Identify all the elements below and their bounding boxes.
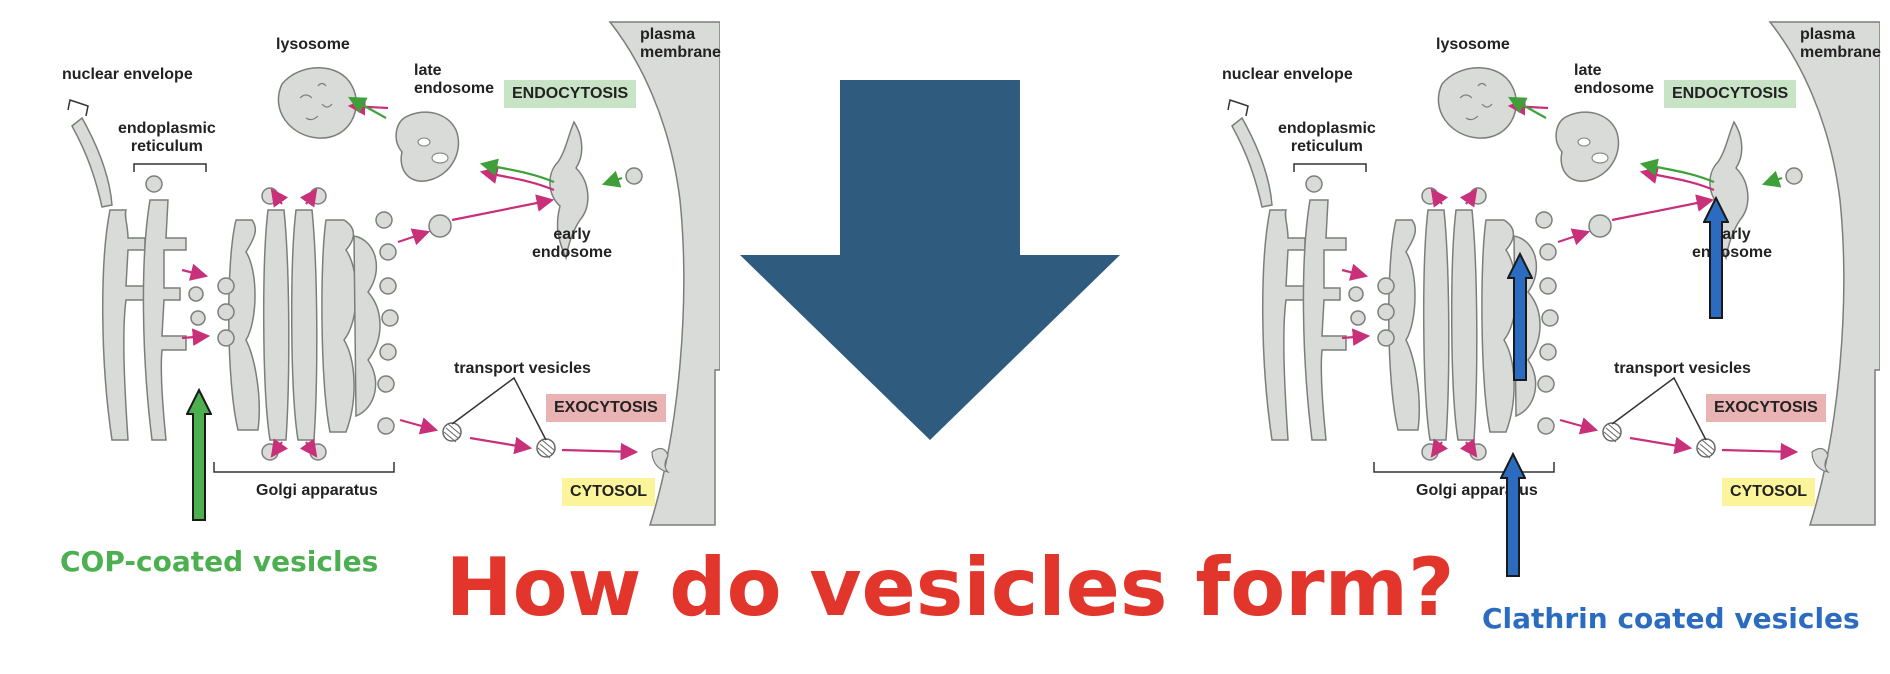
clathrin-indicator-arrow-icon: [1703, 196, 1729, 319]
pathway-arrows: [181, 98, 639, 461]
endoplasmic-reticulum-shape: [102, 175, 206, 441]
lysosome-label: lysosome: [276, 36, 350, 53]
cytosol-box: CYTOSOL: [562, 478, 656, 506]
clathrin-indicator-arrow-icon: [1507, 252, 1533, 381]
endocytosis-box: ENDOCYTOSIS: [1664, 80, 1797, 108]
transport-vesicles-shape: [442, 376, 556, 459]
lysosome-shape: [277, 67, 357, 139]
big-down-arrow-icon: [740, 80, 1120, 440]
cytosol-box: CYTOSOL: [1722, 478, 1816, 506]
lysosome-label: lysosome: [1436, 36, 1510, 53]
clathrin-coated-vesicles-label: Clathrin coated vesicles: [1482, 602, 1860, 635]
plasma-membrane-label: plasma membrane: [1800, 26, 1881, 62]
plasma-membrane-label: plasma membrane: [640, 26, 721, 62]
er-label: endoplasmic reticulum: [1278, 120, 1376, 156]
transport-vesicles-label: transport vesicles: [1614, 360, 1751, 377]
nuclear-envelope-shape: [71, 116, 113, 208]
er-label: endoplasmic reticulum: [118, 120, 216, 156]
clathrin-indicator-arrow-icon: [1500, 452, 1526, 577]
golgi-label: Golgi apparatus: [256, 482, 378, 499]
early-endosome-shape: [549, 120, 589, 261]
cop-indicator-arrow-icon: [186, 388, 212, 521]
late-endosome-label: late endosome: [1574, 62, 1655, 98]
nuclear-envelope-label: nuclear envelope: [62, 66, 193, 83]
exocytosis-box: EXOCYTOSIS: [1706, 394, 1826, 422]
page-title: How do vesicles form?: [445, 541, 1455, 634]
golgi-apparatus-shape: [217, 187, 452, 461]
endocytosis-box: ENDOCYTOSIS: [504, 80, 637, 108]
early-endosome-label: early endosome: [532, 226, 613, 262]
secretory-pathway-diagram-copy: [1227, 21, 1880, 526]
exocytosis-box: EXOCYTOSIS: [546, 394, 666, 422]
cop-coated-vesicles-label: COP-coated vesicles: [60, 545, 379, 578]
late-endosome-label: late endosome: [414, 62, 495, 98]
endocytic-arrows: [348, 96, 623, 188]
transport-vesicles-label: transport vesicles: [454, 360, 591, 377]
right-diagram-panel: nuclear envelope endoplasmic reticulum l…: [1160, 0, 1881, 540]
left-diagram-panel: nuclear envelope endoplasmic reticulum l…: [0, 0, 721, 540]
nuclear-envelope-label: nuclear envelope: [1222, 66, 1353, 83]
late-endosome-shape: [395, 111, 460, 182]
plasma-membrane-shape: [608, 21, 720, 526]
secretory-pathway-diagram: [67, 21, 720, 526]
